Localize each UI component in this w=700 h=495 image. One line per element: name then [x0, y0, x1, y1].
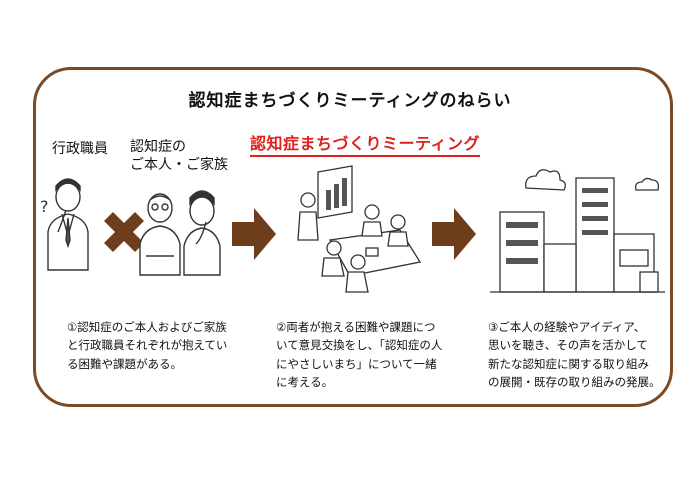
official-label: 行政職員: [52, 141, 108, 157]
step-2-line3: にやさしいまち」について一緒: [276, 356, 437, 371]
step-2-line1: ②両者が抱える困難や課題につ: [276, 320, 436, 334]
step-3-line3: 新たな認知症に関する取り組み: [488, 356, 649, 371]
arrow-right-icon: [432, 208, 476, 260]
official-illustration: ?: [40, 178, 89, 271]
cross-icon: [104, 212, 144, 252]
step-2-line2: いて意見交換をし、「認知症の人: [276, 338, 443, 353]
step-1-line2: と行政職員それぞれが抱えてい: [67, 338, 228, 353]
persons-label-line2: ご本人・ご家族: [130, 157, 228, 174]
step-1-description: ①認知症のご本人およびご家族 と行政職員それぞれが抱えてい る困難や課題がある。: [67, 318, 227, 373]
cloud-icon: [634, 177, 660, 191]
step-3-line4: の展開・既存の取り組みの発展。: [488, 375, 661, 390]
persons-label-line1: 認知症の: [130, 139, 186, 155]
diagram-title: 認知症まちづくりミーティングのねらい: [188, 91, 512, 111]
cloud-icon: [525, 169, 566, 191]
step-1-line1: ①認知症のご本人およびご家族: [67, 320, 227, 334]
meeting-illustration: [297, 165, 422, 293]
step-3-description: ③ご本人の経験やアイディア、 思いを聴き、その声を活かして 新たな認知症に関する…: [488, 318, 661, 392]
arrow-right-icon: [232, 208, 276, 260]
city-illustration: [490, 169, 665, 293]
question-mark-icon: ?: [40, 197, 49, 216]
meeting-subtitle: 認知症まちづくりミーティング: [250, 130, 481, 157]
step-2-description: ②両者が抱える困難や課題につ いて意見交換をし、「認知症の人 にやさしいまち」に…: [276, 318, 442, 392]
step-1-line3: る困難や課題がある。: [67, 356, 182, 371]
persons-label: 認知症の ご本人・ご家族: [130, 138, 228, 174]
step-2-line4: に考える。: [276, 375, 334, 390]
outer-frame: [33, 67, 673, 407]
step-3-line2: 思いを聴き、その声を活かして: [488, 338, 648, 353]
persons-illustration: [139, 190, 221, 276]
step-3-line1: ③ご本人の経験やアイディア、: [488, 320, 646, 334]
